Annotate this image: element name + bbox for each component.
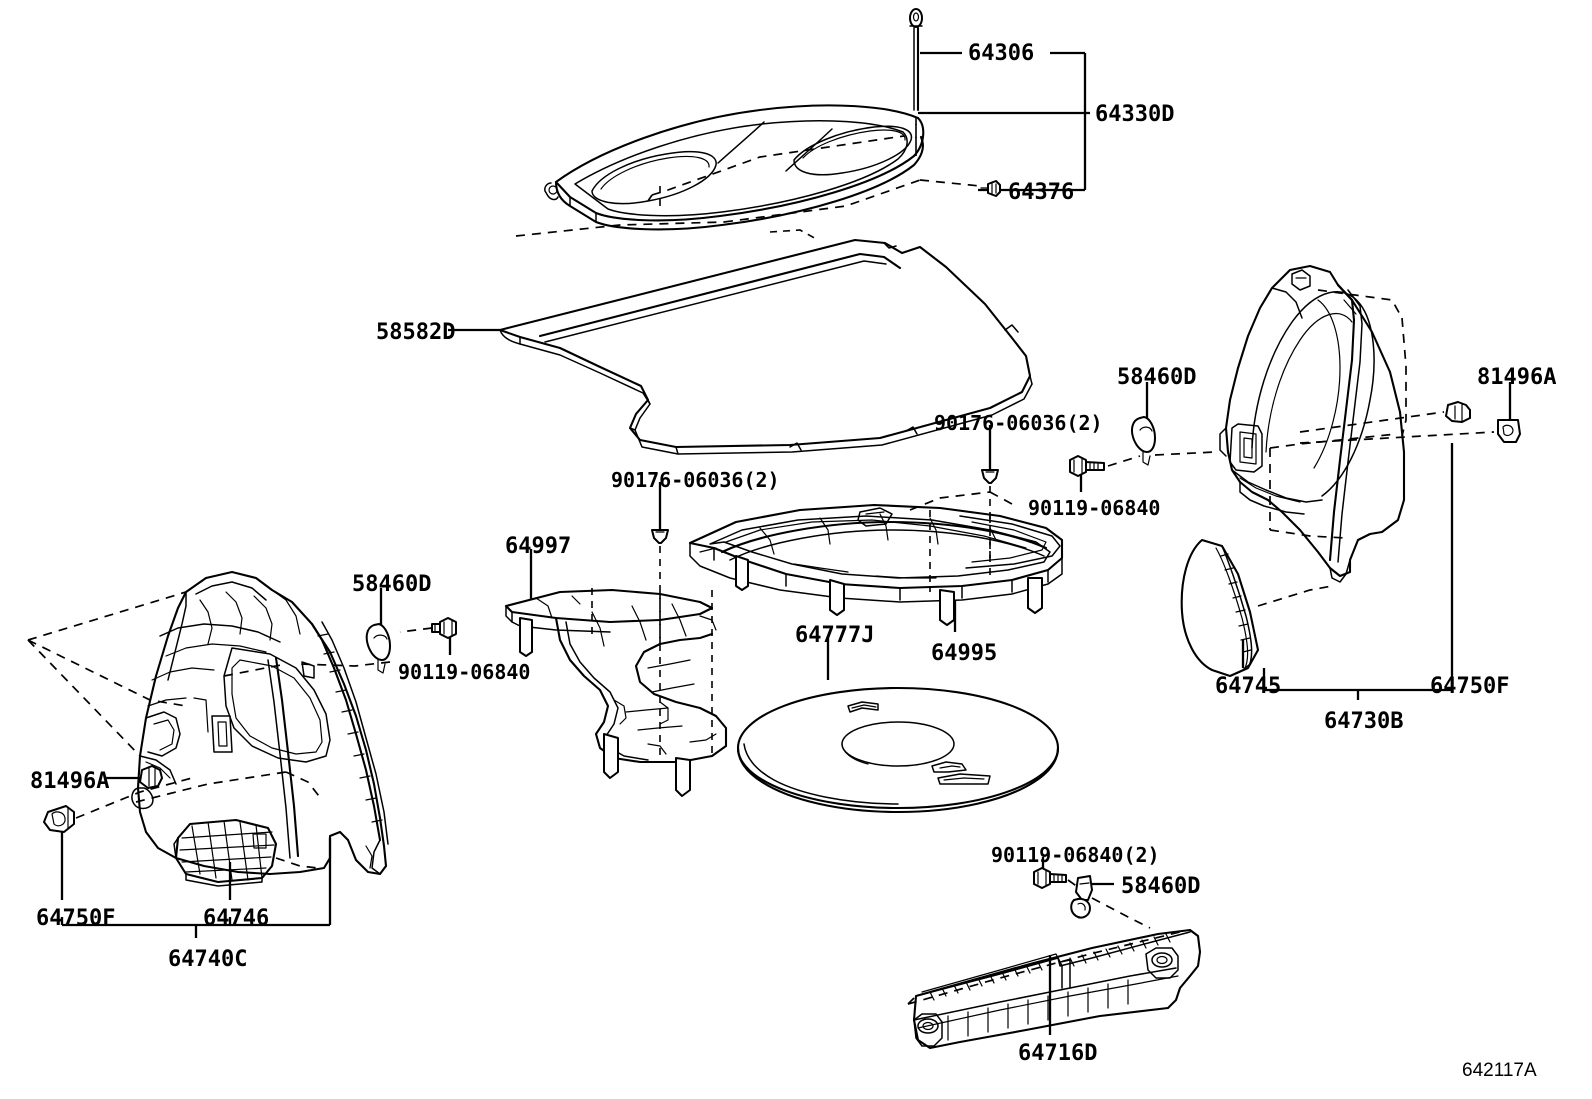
part-64750F-right-clip [1299, 419, 1521, 444]
part-label: 90119-06840 [398, 660, 531, 684]
part-90119-06840-right-bolt [1069, 455, 1141, 477]
part-label: 90119-06840 [1028, 496, 1161, 520]
part-label: 64330D [1095, 102, 1175, 127]
part-58460D-bottom-clip [1070, 875, 1151, 929]
part-64376-clip [980, 180, 1001, 197]
part-label: 64745 [1215, 674, 1282, 699]
part-label: 81496A [1477, 365, 1557, 390]
part-64730B-right-quarter-trim [1219, 264, 1407, 583]
part-label: 90176-06036(2) [611, 468, 780, 492]
part-label: 58460D [352, 572, 432, 597]
part-64995-deck-support-right [688, 491, 1064, 626]
part-label: 90176-06036(2) [934, 411, 1103, 435]
part-label: 58582D [376, 320, 456, 345]
part-64777J-spare-wheel-cover [736, 686, 1060, 814]
part-64716D-scuff-plate [907, 928, 1202, 1050]
part-label: 90119-06840(2) [991, 843, 1160, 867]
part-label: 64750F [1430, 674, 1510, 699]
part-64746-quarter-trim-pocket [173, 818, 319, 887]
part-label: 64716D [1018, 1041, 1098, 1066]
part-label: 64997 [505, 534, 572, 559]
part-label: 64740C [168, 947, 248, 972]
part-label: 64746 [203, 906, 270, 931]
part-label: 64777J [795, 623, 875, 648]
part-64740C-left-quarter-trim [27, 570, 389, 876]
part-81496A-right-grommet [1299, 401, 1471, 433]
part-label: 64750F [36, 906, 116, 931]
part-90119-06840-left-bolt [399, 617, 457, 639]
part-label: 81496A [30, 769, 110, 794]
part-81496A-left-grommet [139, 765, 163, 789]
part-58460D-left-clip [299, 623, 391, 674]
part-label: 64995 [931, 641, 998, 666]
part-64997-deck-support-left [504, 588, 728, 797]
part-64750F-left-clip [43, 777, 193, 833]
part-64330D-package-tray [515, 104, 981, 237]
part-90119-06840-bottom-bolt [1033, 867, 1083, 891]
part-64306-rod [909, 8, 923, 150]
leader-lines [60, 51, 1512, 1035]
part-label: 64730B [1324, 709, 1404, 734]
part-58582D-floor-mat [498, 229, 1033, 455]
part-label: 58460D [1121, 874, 1201, 899]
part-label: 64306 [968, 41, 1035, 66]
part-label: 58460D [1117, 365, 1197, 390]
part-58460D-right-clip [1131, 416, 1216, 466]
part-90176-06036-right-nut [981, 469, 999, 560]
diagram-id-code: 642117A [1462, 1060, 1537, 1081]
part-64745-quarter-trim-cover [1180, 538, 1333, 678]
part-label: 64376 [1008, 180, 1075, 205]
